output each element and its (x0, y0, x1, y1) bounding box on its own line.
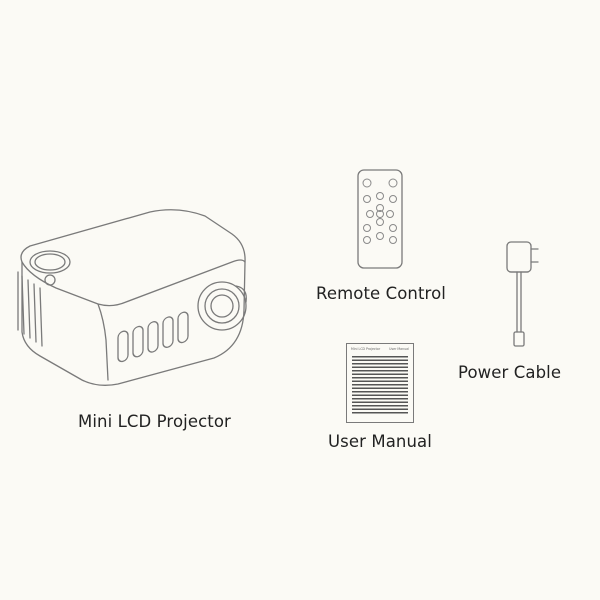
remote-label: Remote Control (316, 284, 446, 303)
manual-header-right: User Manual (389, 347, 409, 351)
power-cable-label: Power Cable (458, 363, 562, 382)
projector-label: Mini LCD Projector (78, 412, 231, 431)
manual-label: User Manual (328, 432, 432, 451)
manual-text-lines (352, 356, 408, 414)
manual-illustration: Mini LCD Projector User Manual (346, 343, 414, 423)
manual-header-left: Mini LCD Projector (351, 347, 381, 351)
